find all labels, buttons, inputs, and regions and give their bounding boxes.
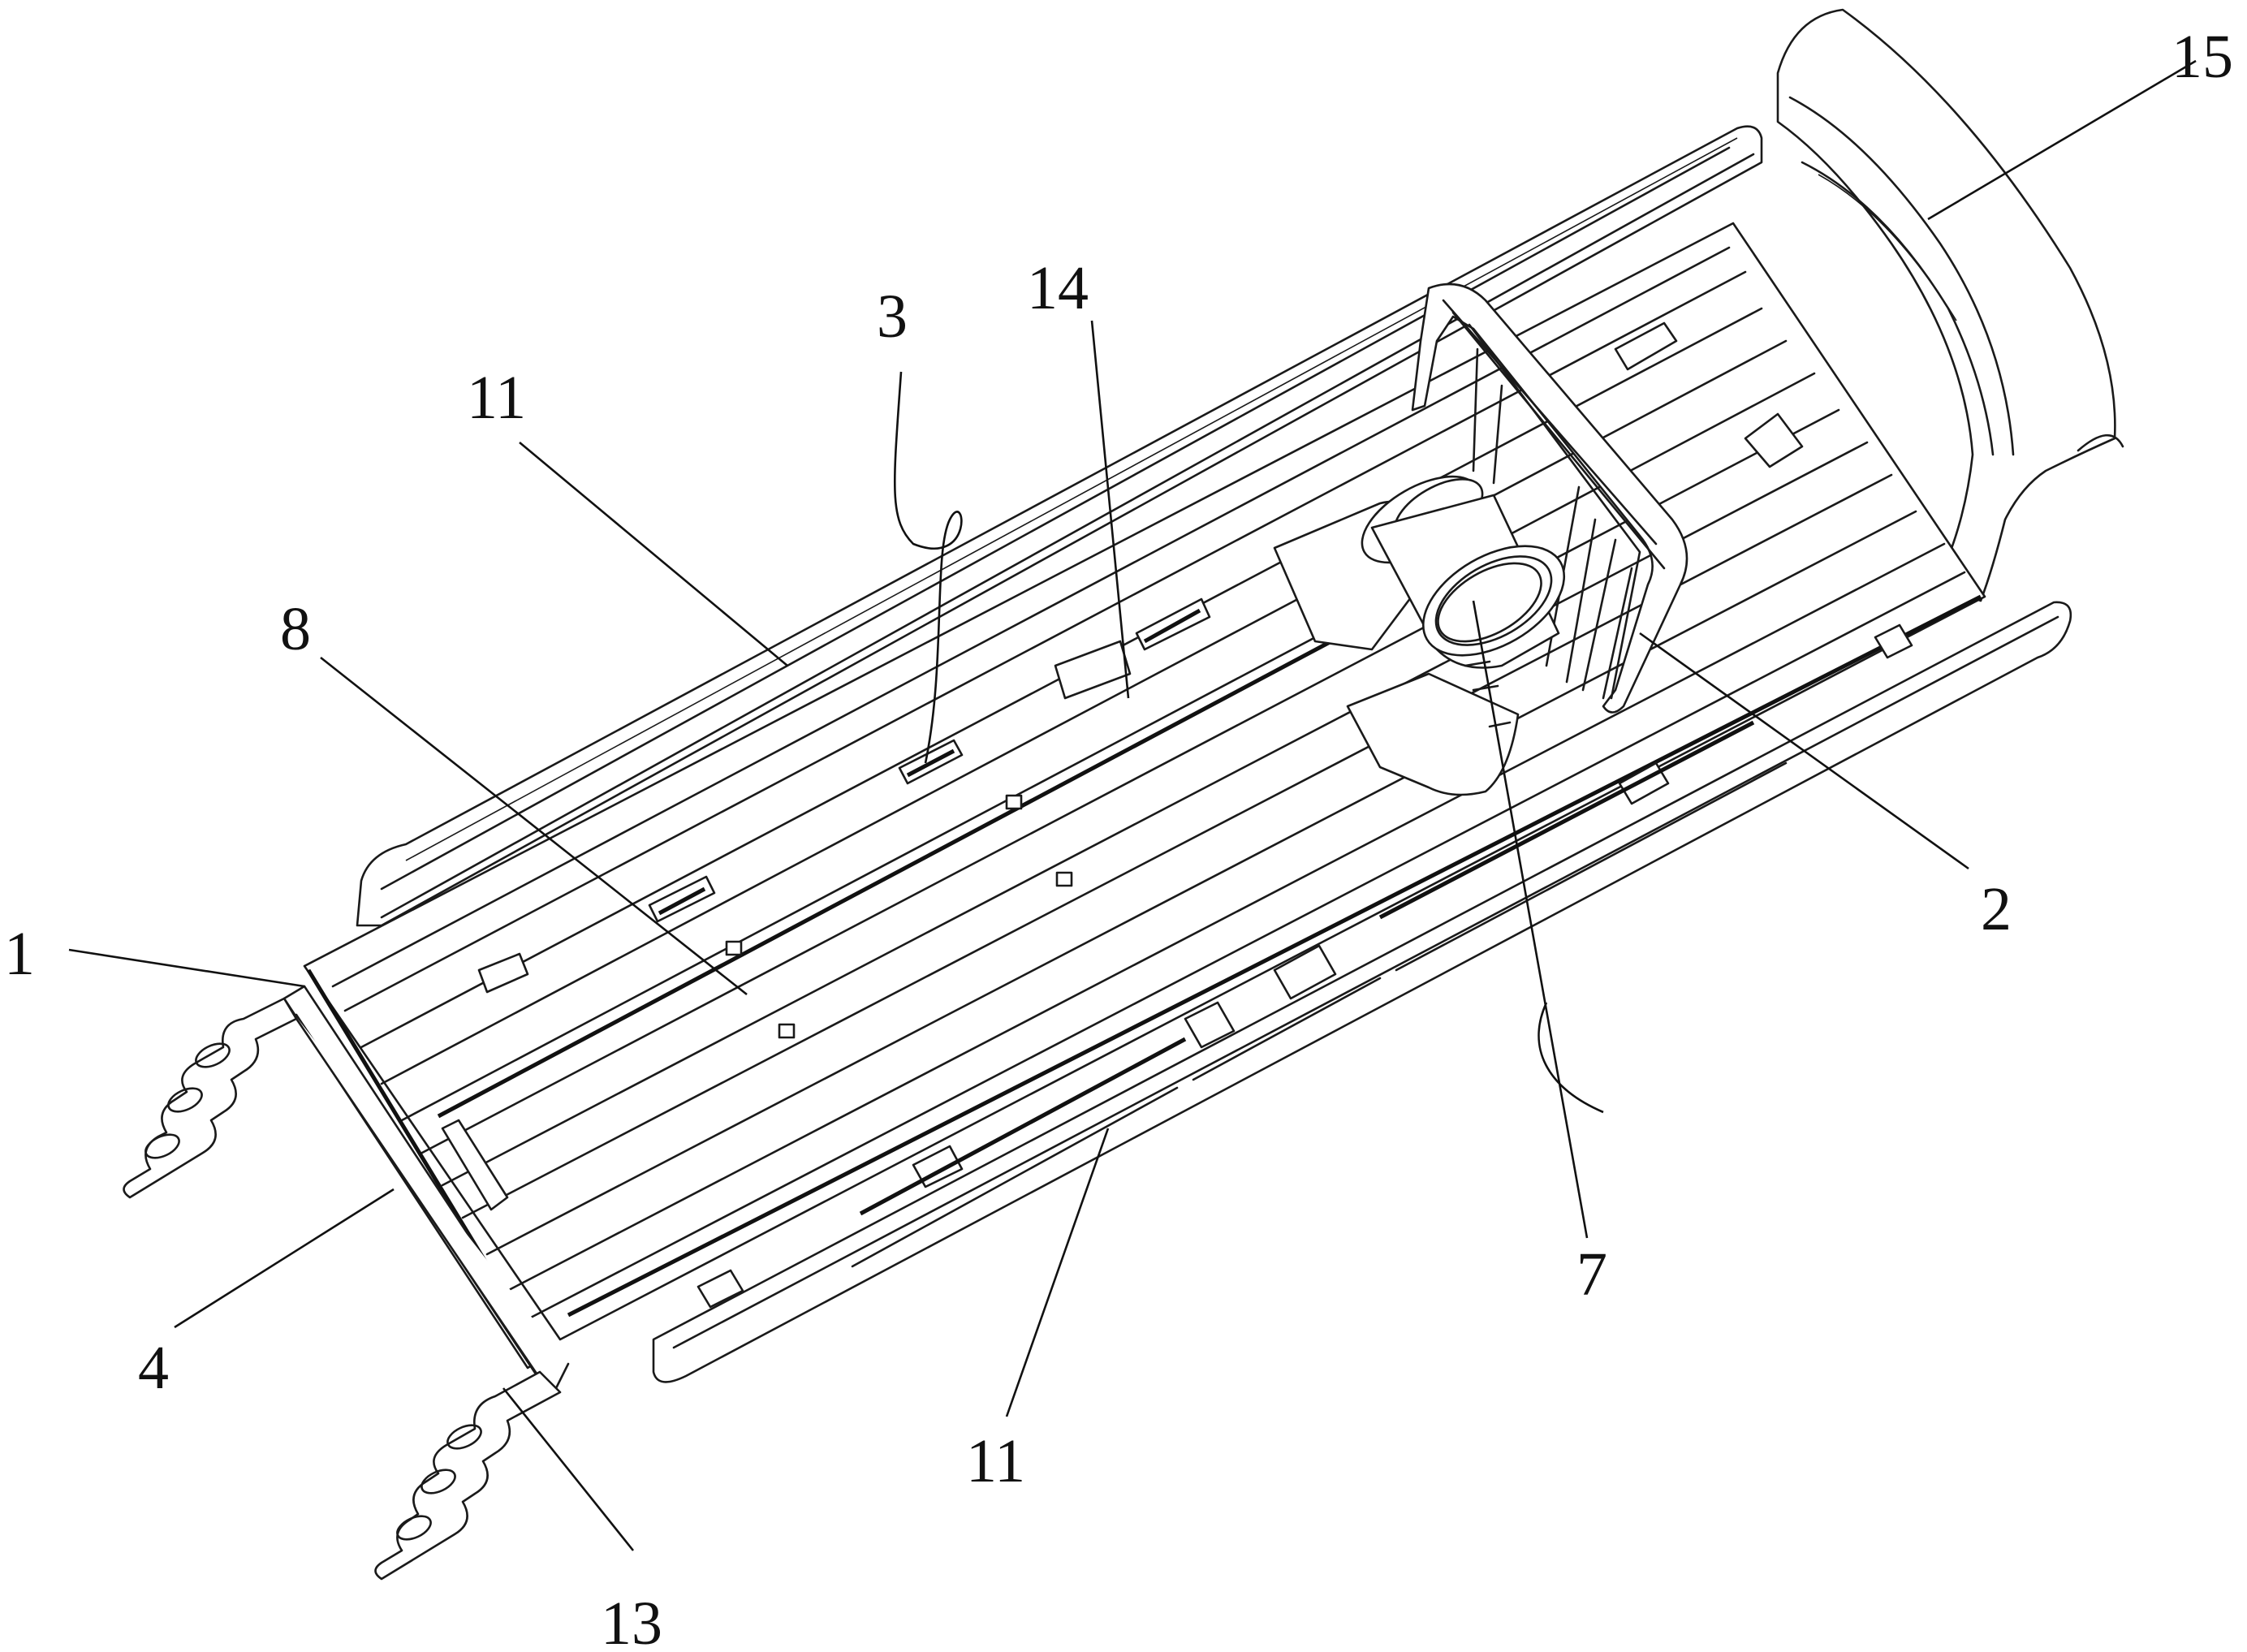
label-4: 4 xyxy=(138,1334,169,1402)
leader-1 xyxy=(69,950,304,986)
label-3: 3 xyxy=(877,283,908,351)
label-7: 7 xyxy=(1576,1240,1607,1309)
leader-4 xyxy=(175,1189,394,1327)
label-13: 13 xyxy=(601,1589,662,1652)
label-11-bottom: 11 xyxy=(966,1427,1025,1495)
label-1: 1 xyxy=(4,920,35,988)
label-2: 2 xyxy=(1981,875,2012,943)
label-14: 14 xyxy=(1027,254,1089,322)
device-assembly xyxy=(124,10,2124,1579)
label-11-top: 11 xyxy=(467,364,526,432)
leader-11-top xyxy=(520,442,787,666)
label-8: 8 xyxy=(280,595,311,663)
label-15: 15 xyxy=(2172,23,2233,91)
leader-13 xyxy=(503,1388,633,1551)
